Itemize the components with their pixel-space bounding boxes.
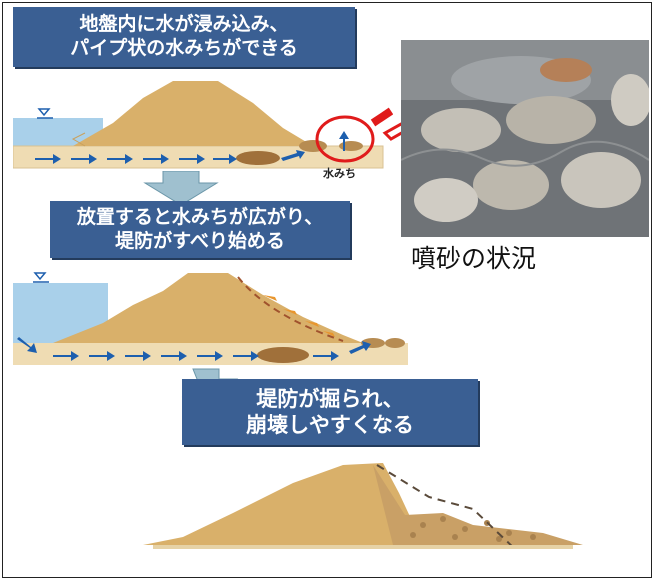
step2-illustration [13,272,408,365]
step3-banner-line1: 堤防が掘られ、 [256,386,404,411]
step-arrow-1 [143,171,219,206]
step1-banner-line2: パイプ状の水みちができる [70,37,298,59]
boil-mound [299,140,327,152]
sand-boil-photo [401,40,649,237]
water-path-pipe [236,151,280,165]
step1-illustration [13,81,393,169]
seepage-arrows [35,131,349,164]
step2-banner-line1: 放置すると水みちが広がり、 [76,205,324,228]
highlight-arrow [370,107,393,127]
step3-banner-line2: 崩壊しやすくなる [246,413,414,437]
step2-banner-line2: 堤防がすべり始める [115,229,285,252]
step3-illustration [143,463,583,550]
step1-banner-line1: 地盤内に水が浸み込み、 [79,13,289,36]
water-level-icon [37,108,51,117]
step3-banner: 堤防が掘られ、 崩壊しやすくなる [182,379,478,445]
highlight-circle [315,115,375,163]
water-path-label: 水みち [323,167,356,180]
embankment [73,81,313,146]
step1-banner: 地盤内に水が浸み込み、 パイプ状の水みちができる [13,7,355,67]
step2-banner: 放置すると水みちが広がり、 堤防がすべり始める [50,201,350,258]
photo-caption: 噴砂の状況 [411,244,537,273]
